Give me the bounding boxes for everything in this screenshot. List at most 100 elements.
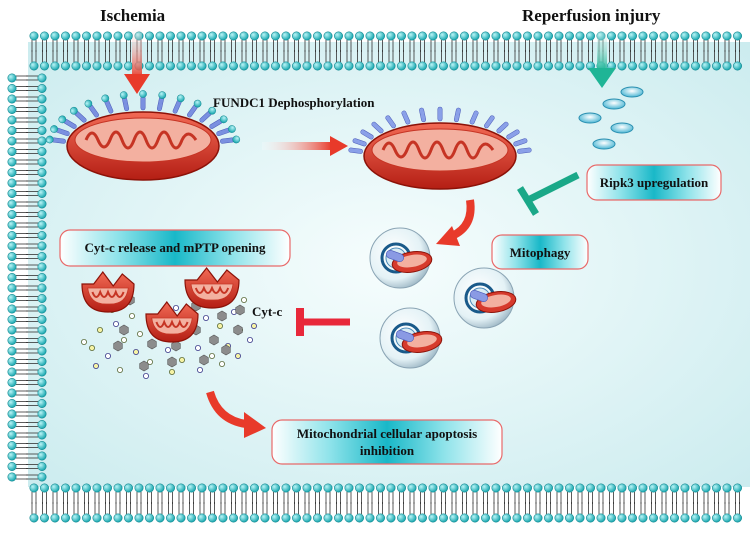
cytc-molecule [147,338,157,350]
phospholipid [26,210,47,220]
phospholipid [585,483,595,504]
phospholipid [26,252,47,262]
phospholipid [26,126,47,136]
phospholipid [722,50,732,71]
phospholipid [29,483,39,504]
phospholipid [701,483,711,504]
fundc1-receptor [216,125,236,137]
cytc-particle [81,338,88,345]
cytc-molecule [217,310,227,322]
phospholipid [29,50,39,71]
phospholipid [7,367,28,377]
phospholipid [533,50,543,71]
fundc1-receptor [348,147,363,154]
phospholipid [344,483,354,504]
phospholipid [701,31,711,52]
cytc-label: Cyt-c [252,304,283,319]
fundc1-receptor [50,125,70,137]
phospholipid [386,483,396,504]
phospholipid [512,50,522,71]
phospholipid [7,356,28,366]
fundc1-receptor [139,90,147,111]
phospholipid [302,50,312,71]
mitochondrion-phosphorylated [45,90,241,181]
phospholipid [26,199,47,209]
phospholipid [344,50,354,71]
phospholipid [680,483,690,504]
phospholipid [659,31,669,52]
phospholipid [250,502,260,523]
fundc1-receptor [119,91,130,112]
phospholipid [26,451,47,461]
phospholipid [60,50,70,71]
phospholipid [270,483,280,504]
phospholipid [449,502,459,523]
phospholipid [417,483,427,504]
phospholipid [711,502,721,523]
cytc-particle [208,352,215,359]
phospholipid [732,483,742,504]
phospholipid [333,50,343,71]
phospholipid [417,31,427,52]
mitophagy-box: Mitophagy [491,234,589,270]
cytc-release-label: Cyt-c release and mPTP opening [84,240,266,255]
phospholipid [50,502,60,523]
phospholipid [344,502,354,523]
phospholipid [218,50,228,71]
phospholipid [26,262,47,272]
phospholipid [564,483,574,504]
phospholipid [375,50,385,71]
apoptosis-box: Mitochondrial cellular apoptosis inhibit… [271,419,503,465]
phospholipid [669,502,679,523]
phospholipid [512,483,522,504]
phospholipid [281,31,291,52]
fundc1-receptor [209,115,228,129]
phospholipid [701,50,711,71]
phospholipid [208,502,218,523]
phospholipid [7,419,28,429]
fundc1-receptor [172,94,185,114]
phospholipid [701,502,711,523]
phospholipid [124,502,134,523]
cytc-particle [113,320,120,327]
phospholipid [82,502,92,523]
phospholipid [50,50,60,71]
cytc-particle [196,366,203,373]
phospholipid [648,31,658,52]
phospholipid [375,502,385,523]
phospholipid [638,483,648,504]
phospholipid [155,483,165,504]
phospholipid [711,483,721,504]
phospholipid [26,168,47,178]
phospholipid [606,483,616,504]
phospholipid [197,502,207,523]
phospholipid [7,136,28,146]
phospholipid [512,502,522,523]
phospholipid [470,502,480,523]
phospholipid [134,483,144,504]
phospholipid [26,136,47,146]
phospholipid [270,31,280,52]
phospholipid [438,502,448,523]
phospholipid [438,483,448,504]
phospholipid [323,50,333,71]
phospholipid [113,502,123,523]
dephosphorylation-arrow [262,136,348,156]
cytc-particle [246,336,253,343]
cytc-molecule [233,324,243,336]
phospholipid [113,483,123,504]
cytc-molecule [209,334,219,346]
phospholipid [229,502,239,523]
phospholipid [26,398,47,408]
phospholipid [50,483,60,504]
phospholipid [145,502,155,523]
fundc1-receptor [506,129,520,140]
phospholipid [428,502,438,523]
phospholipid [134,502,144,523]
phospholipid [491,50,501,71]
phospholipid [26,293,47,303]
phospholipid [7,147,28,157]
phospholipid [7,115,28,125]
phospholipid [7,346,28,356]
phospholipid [71,50,81,71]
